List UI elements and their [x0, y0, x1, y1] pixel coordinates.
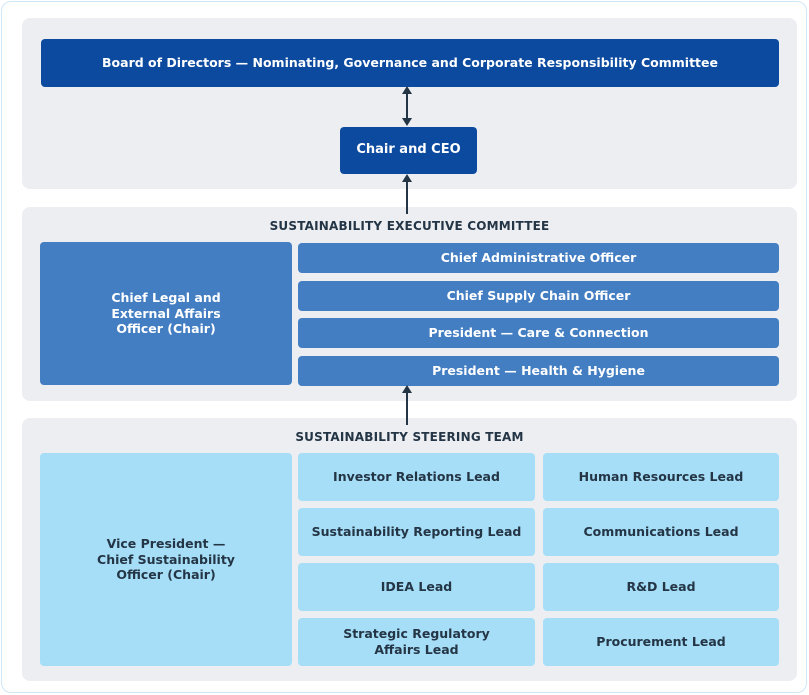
- steering-member-box: Investor Relations Lead: [298, 453, 535, 501]
- executive-member-box: President — Health & Hygiene: [298, 356, 779, 386]
- steering-member-box: Human Resources Lead: [543, 453, 779, 501]
- steering-team-chair-box: Vice President — Chief Sustainability Of…: [40, 453, 292, 666]
- steering-member-box: IDEA Lead: [298, 563, 535, 611]
- steering-team-title: SUSTAINABILITY STEERING TEAM: [295, 430, 524, 444]
- steering-member-box: Strategic Regulatory Affairs Lead: [298, 618, 535, 666]
- steering-member-box: R&D Lead: [543, 563, 779, 611]
- executive-committee-chair-box: Chief Legal and External Affairs Officer…: [40, 242, 292, 385]
- executive-member-box: Chief Supply Chain Officer: [298, 281, 779, 311]
- steering-member-box: Sustainability Reporting Lead: [298, 508, 535, 556]
- chair-ceo-box: Chair and CEO: [340, 127, 477, 174]
- steering-member-box: Procurement Lead: [543, 618, 779, 666]
- executive-member-box: Chief Administrative Officer: [298, 243, 779, 273]
- steering-member-box: Communications Lead: [543, 508, 779, 556]
- executive-committee-title: SUSTAINABILITY EXECUTIVE COMMITTEE: [269, 219, 550, 233]
- board-of-directors-box: Board of Directors — Nominating, Governa…: [41, 39, 779, 87]
- executive-member-box: President — Care & Connection: [298, 318, 779, 348]
